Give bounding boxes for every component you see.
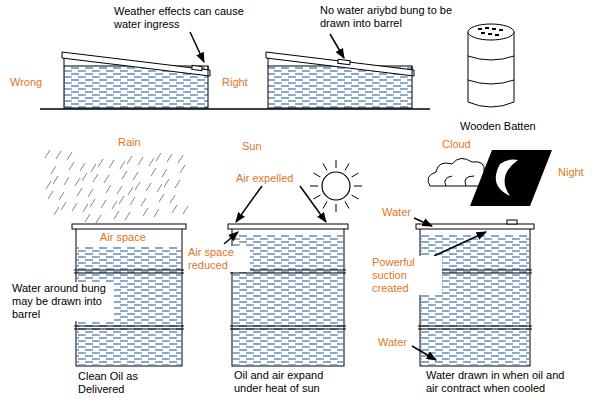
callout-label: Water bbox=[380, 206, 413, 219]
callout-label: Air expelled bbox=[234, 172, 295, 185]
callout-label: No water ariybd bung to be drawn into ba… bbox=[318, 4, 472, 30]
callout-label: Air space reduced bbox=[186, 246, 250, 272]
callout-label: Sun bbox=[240, 140, 264, 153]
callout-label: Water drawn in when oil and air contract… bbox=[424, 369, 578, 395]
callout-label: Oil and air expand under heat of sun bbox=[232, 369, 352, 395]
callout-label: Night bbox=[556, 166, 586, 179]
callout-label: Cloud bbox=[440, 138, 473, 151]
callout-label: Wrong bbox=[8, 76, 44, 89]
callout-label: Water bbox=[376, 336, 409, 349]
callout-label: Air space bbox=[98, 231, 148, 244]
callout-label: Wooden Batten bbox=[458, 120, 538, 133]
callout-label: Right bbox=[220, 76, 250, 89]
callout-label: Water around bung may be drawn into barr… bbox=[10, 282, 114, 321]
callout-label: Weather effects can cause water ingress bbox=[112, 5, 266, 31]
callout-label: Rain bbox=[116, 136, 143, 149]
callout-label: Clean Oil as Delivered bbox=[76, 370, 164, 396]
callout-label: Powerful suction created bbox=[370, 256, 442, 295]
